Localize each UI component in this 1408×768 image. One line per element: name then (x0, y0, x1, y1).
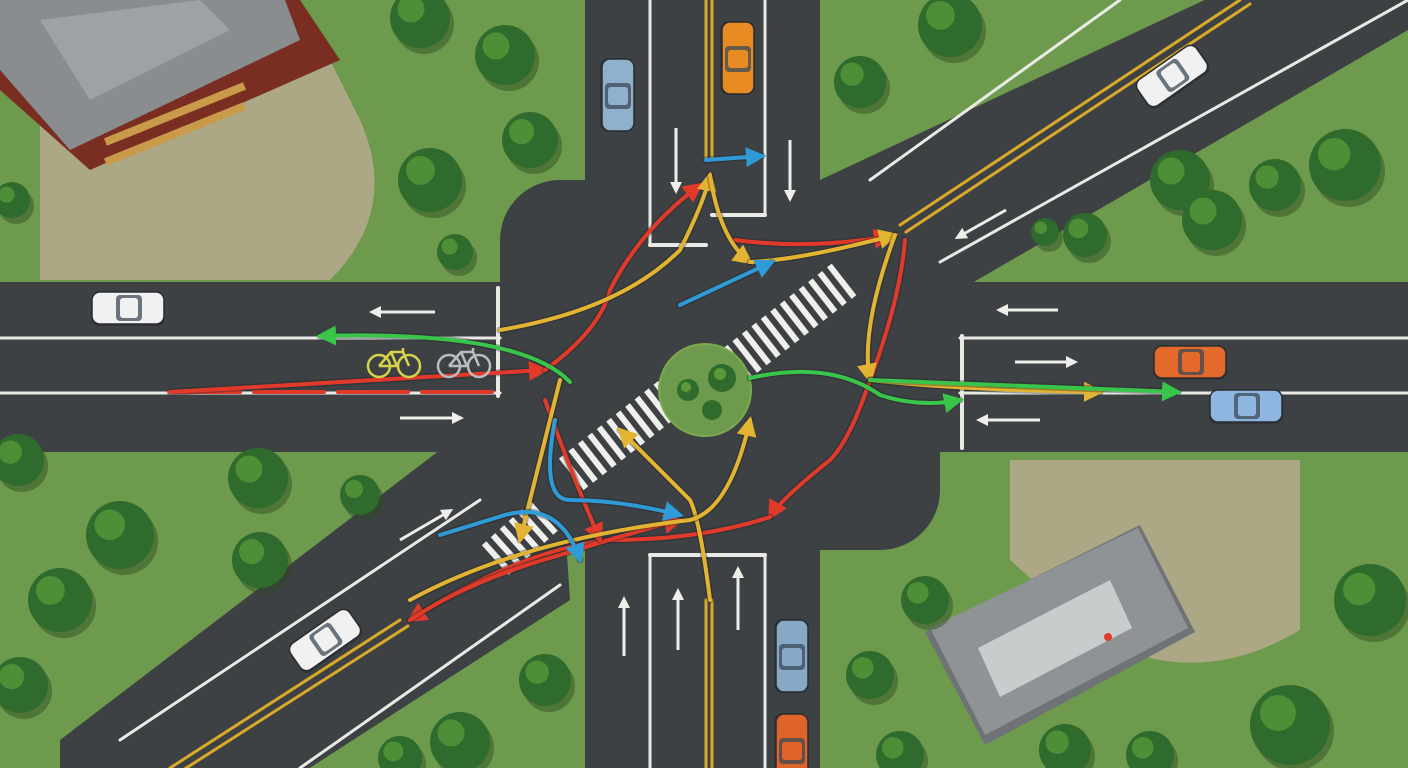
crosswalk-stripe (826, 263, 857, 299)
flow-path-yellow-1 (498, 171, 717, 332)
crosswalks (481, 263, 857, 575)
building-southeast (925, 525, 1195, 745)
tree (846, 651, 898, 705)
crosswalk-stripe (634, 395, 664, 431)
crosswalk-stripe (798, 285, 828, 321)
crosswalk-stripe (596, 425, 627, 461)
flow-path-blue-3 (438, 510, 585, 564)
tree (340, 475, 384, 521)
flow-path-yellow-6 (617, 427, 712, 602)
central-island (658, 343, 752, 437)
crosswalk-stripe (526, 501, 558, 535)
flow-path-red-2 (543, 182, 704, 372)
flow-path-red-1 (168, 360, 549, 394)
bike-yellow (366, 348, 422, 379)
bicycles (366, 348, 492, 379)
tree (1031, 218, 1063, 252)
flow-path-red-4 (767, 238, 907, 521)
flow-path-yellow-8 (514, 378, 562, 544)
flow-path-blue-4 (548, 418, 684, 521)
car-south-orange (774, 713, 809, 768)
crosswalk-stripe (587, 432, 617, 468)
crosswalk-stripe (760, 315, 791, 351)
car-north-blue (600, 58, 635, 132)
tree (232, 532, 292, 594)
tree (390, 0, 454, 54)
traffic-flow-paths (166, 147, 1182, 624)
tree (86, 501, 158, 575)
tree (475, 25, 539, 91)
car-north-orange (720, 21, 755, 95)
tree (1334, 564, 1408, 642)
crosswalk-stripe (732, 337, 762, 373)
car-east-orange (1153, 345, 1227, 380)
tree (0, 657, 52, 719)
flow-path-blue-1 (704, 147, 766, 168)
bike-gray (436, 348, 492, 379)
tree (901, 576, 953, 630)
tree (228, 448, 292, 514)
building-northwest (0, 0, 340, 170)
crosswalk-stripe (481, 541, 514, 575)
crosswalk-stripe (817, 270, 847, 307)
tree (28, 568, 96, 638)
car-west-white (91, 291, 165, 326)
tree (398, 148, 466, 218)
tree (1063, 213, 1111, 263)
crosswalk-stripe (808, 278, 838, 314)
flow-path-green-2 (868, 378, 1182, 402)
flow-path-yellow-2 (708, 173, 754, 265)
crosswalk-stripe (568, 447, 598, 483)
crosswalk-stripe (490, 533, 523, 567)
tree (0, 182, 34, 224)
lane-arrows (369, 128, 1078, 656)
car-east-blue (1209, 389, 1283, 424)
flow-path-yellow-7 (408, 416, 757, 602)
flow-path-green-1 (316, 325, 572, 384)
tree (1309, 129, 1385, 207)
tree (430, 712, 494, 768)
tree (437, 234, 477, 276)
car-south-blue (774, 619, 809, 693)
crosswalk-northeast (722, 263, 857, 381)
island-shrubs (677, 364, 736, 420)
flow-path-blue-2 (678, 259, 776, 307)
tree (1249, 159, 1305, 217)
crosswalk-stripe (779, 300, 810, 336)
tree (1126, 731, 1178, 768)
flow-path-green-3 (748, 369, 964, 413)
vehicles (91, 21, 1283, 768)
crosswalk-stripe (577, 440, 608, 476)
car-southwest-white (288, 608, 363, 673)
tree (502, 112, 562, 174)
crosswalk-stripe (789, 293, 819, 329)
tree (378, 736, 426, 768)
tree (876, 731, 928, 768)
tree (918, 0, 986, 63)
tree (519, 654, 575, 712)
flow-path-red-3 (733, 228, 894, 249)
tree (1039, 724, 1095, 768)
flow-path-yellow-4 (857, 233, 897, 384)
crosswalk-stripe (741, 330, 772, 366)
crosswalk-stripe (751, 322, 781, 358)
tree (834, 56, 890, 114)
flow-path-red-6 (408, 514, 684, 622)
tree (1182, 190, 1246, 256)
car-northeast-white (1135, 44, 1210, 109)
tree (0, 434, 48, 492)
tree (1250, 685, 1334, 768)
crosswalk-stripe (625, 403, 655, 439)
crosswalk-stripe (770, 307, 800, 344)
